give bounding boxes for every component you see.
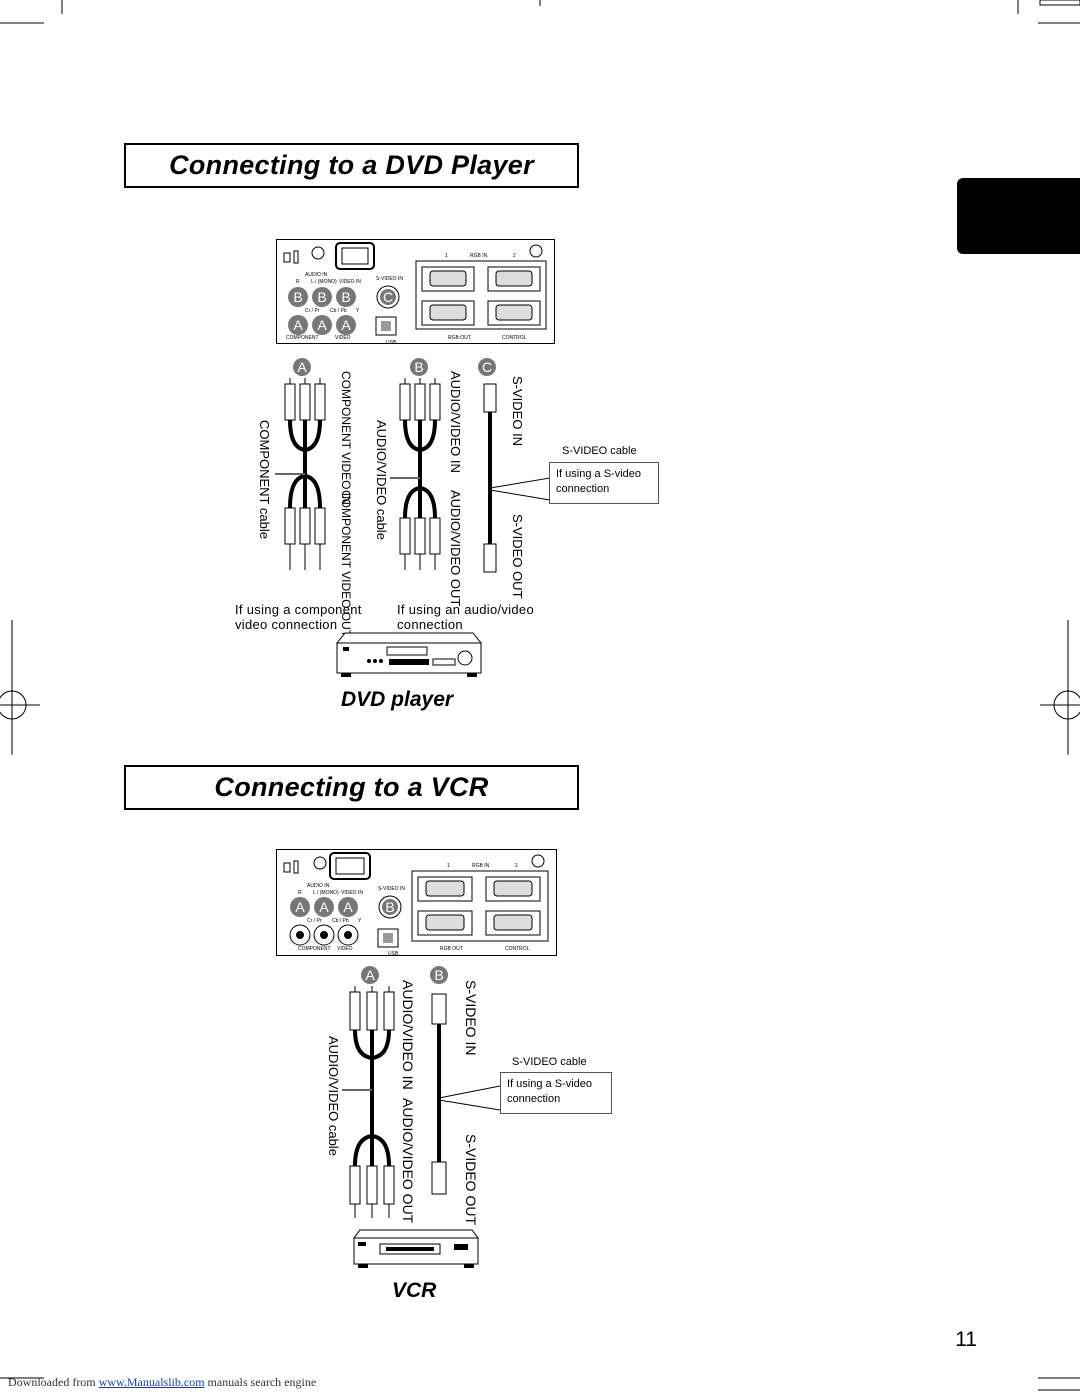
vcr-section-title-text: Connecting to a VCR: [214, 772, 489, 802]
dvd-svideo-in-label: S-VIDEO IN: [510, 376, 525, 447]
dvd-component-caption: If using a component video connection: [235, 602, 362, 632]
vcr-svideo-cable-title: S-VIDEO cable: [512, 1056, 587, 1068]
dvd-marker-a: A: [293, 358, 311, 376]
panel-vcr-s-video-in: S-VIDEO IN: [378, 886, 405, 892]
panel-dvd-b3: B: [341, 289, 351, 305]
panel-vcr-control: CONTROL: [505, 946, 530, 952]
vcr-svideo-in-label: S-VIDEO IN: [463, 980, 479, 1056]
dvd-component-in-label: COMPONENT VIDEO IN: [339, 371, 353, 505]
projector-panel-vcr: [276, 849, 557, 956]
panel-dvd-a2: A: [317, 317, 327, 333]
dvd-component-caption-line1: If using a component: [235, 602, 362, 617]
vcr-av-in-label: AUDIO/VIDEO IN: [400, 980, 416, 1090]
dvd-component-caption-line2: video connection: [235, 617, 338, 632]
panel-vcr-cb: Cb / Pb: [332, 918, 349, 924]
panel-dvd-component: COMPONENT: [286, 335, 319, 341]
panel-vcr-a3: A: [343, 899, 353, 915]
panel-vcr-rgb-in: RGB IN: [472, 863, 490, 869]
dvd-section-title-text: Connecting to a DVD Player: [169, 150, 534, 180]
footer-suffix: manuals search engine: [204, 1375, 317, 1389]
vcr-illustration: [353, 1229, 479, 1268]
dvd-player-illustration: [335, 632, 483, 677]
dvd-av-caption: If using an audio/video connection: [397, 602, 534, 632]
panel-vcr-rgb-out: RGB OUT: [440, 946, 463, 952]
panel-vcr-cr: Cr / Pr: [307, 918, 322, 924]
panel-dvd-s-video-in: S-VIDEO IN: [376, 276, 403, 282]
dvd-svideo-callout-line2: connection: [556, 483, 610, 495]
vcr-svideo-callout-line2: connection: [507, 1093, 561, 1105]
panel-dvd-l-mono: L / (MONO): [311, 279, 337, 285]
panel-dvd-video-in: VIDEO IN: [339, 279, 361, 285]
panel-vcr-a1: A: [295, 899, 305, 915]
panel-vcr-r: R: [298, 890, 302, 896]
vcr-av-cable-label: AUDIO/VIDEO cable: [326, 1036, 341, 1156]
dvd-svideo-callout-line1: If using a S-video: [556, 468, 641, 480]
panel-vcr-b: B: [385, 899, 395, 915]
dvd-component-cable-label: COMPONENT cable: [257, 420, 272, 539]
vcr-svideo-callout-line1: If using a S-video: [507, 1078, 592, 1090]
vcr-device-label: VCR: [392, 1279, 437, 1302]
panel-dvd-control: CONTROL: [502, 335, 527, 341]
vcr-marker-a: A: [361, 966, 379, 984]
panel-dvd-port2: 2: [513, 253, 516, 259]
page-number: 11: [955, 1328, 977, 1351]
dvd-marker-c: C: [478, 358, 496, 376]
panel-dvd-port1: 1: [445, 253, 448, 259]
projector-panel-dvd: [276, 239, 555, 344]
dvd-device-label: DVD player: [341, 688, 454, 711]
panel-dvd-audio-in: AUDIO IN: [305, 272, 328, 278]
panel-vcr-y: Y: [358, 918, 362, 924]
panel-dvd-rgb-out: RGB OUT: [448, 335, 471, 341]
panel-vcr-port1: 1: [447, 863, 450, 869]
footer-prefix: Downloaded from: [8, 1375, 99, 1389]
dvd-marker-b: B: [410, 358, 428, 376]
panel-dvd-cb: Cb / Pb: [330, 308, 347, 314]
dvd-av-caption-line2: connection: [397, 617, 463, 632]
panel-dvd-b2: B: [317, 289, 327, 305]
panel-dvd-r: R: [296, 279, 300, 285]
dvd-section-title: Connecting to a DVD Player: [124, 143, 579, 188]
panel-vcr-usb: USB: [388, 951, 399, 957]
vcr-marker-b: B: [430, 966, 448, 984]
panel-vcr-video-in: VIDEO IN: [341, 890, 363, 896]
dvd-av-cable-label: AUDIO/VIDEO cable: [374, 420, 389, 540]
panel-dvd-usb: USB: [386, 340, 397, 346]
dvd-av-caption-line1: If using an audio/video: [397, 602, 534, 617]
panel-vcr-a2: A: [319, 899, 329, 915]
panel-dvd-rgb-in: RGB IN: [470, 253, 488, 259]
panel-dvd-a1: A: [293, 317, 303, 333]
panel-dvd-c: C: [382, 289, 394, 305]
dvd-av-in-label: AUDIO/VIDEO IN: [448, 371, 463, 473]
panel-vcr-port2: 2: [515, 863, 518, 869]
panel-dvd-a3: A: [341, 317, 351, 333]
panel-dvd-video: VIDEO: [335, 335, 351, 341]
dvd-svideo-cable-title: S-VIDEO cable: [562, 445, 637, 457]
panel-dvd-y: Y: [356, 308, 360, 314]
panel-vcr-audio-in: AUDIO IN: [307, 883, 330, 889]
panel-dvd-b1: B: [293, 289, 303, 305]
panel-vcr-component: COMPONENT: [298, 946, 331, 952]
panel-vcr-l-mono: L / (MONO): [313, 890, 339, 896]
dvd-component-out-label: COMPONENT VIDEO OUT: [339, 490, 353, 638]
vcr-svideo-out-label: S-VIDEO OUT: [463, 1134, 479, 1226]
vcr-cables-drawing: [342, 986, 501, 1218]
dvd-av-out-label: AUDIO/VIDEO OUT: [448, 490, 463, 607]
panel-vcr-video: VIDEO: [337, 946, 353, 952]
panel-dvd-cr: Cr / Pr: [305, 308, 320, 314]
vcr-av-out-label: AUDIO/VIDEO OUT: [400, 1098, 416, 1224]
vcr-section-title: Connecting to a VCR: [124, 765, 579, 810]
dvd-svideo-out-label: S-VIDEO OUT: [510, 514, 525, 599]
footer-link[interactable]: www.Manualslib.com: [98, 1375, 205, 1389]
chapter-tab: [957, 178, 1080, 254]
footer: Downloaded from www.Manualslib.com manua…: [8, 1375, 316, 1390]
dvd-svideo-callout: If using a S-video connection: [549, 462, 659, 504]
vcr-svideo-callout: If using a S-video connection: [500, 1072, 612, 1114]
dvd-cables-drawing: [275, 378, 551, 573]
